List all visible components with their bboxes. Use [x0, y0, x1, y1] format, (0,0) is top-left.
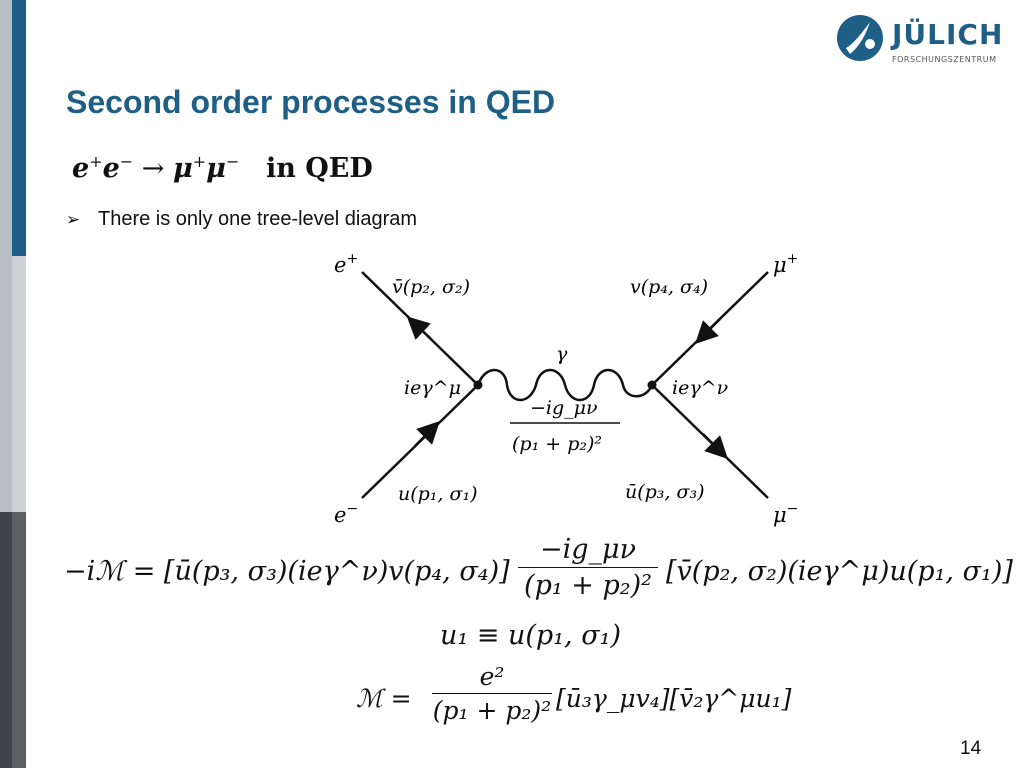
reduced-amplitude-fraction: e² (p₁ + p₂)² — [432, 662, 552, 725]
process-e-plus-sign: + — [89, 152, 103, 171]
process-arrow: → — [141, 153, 165, 184]
label-u-p1: u(p₁, σ₁) — [398, 483, 478, 505]
label-vbar-p2: v̄(p₂, σ₂) — [392, 276, 470, 298]
julich-logo-mark-icon — [837, 15, 883, 61]
reduced-amplitude-numerator: e² — [479, 662, 505, 691]
fermion-arrow-mu-plus — [695, 318, 721, 344]
process-mu-minus: μ — [206, 153, 226, 184]
side-strip-top — [0, 0, 26, 256]
spinor-definition: u₁ ≡ u(p₁, σ₁) — [440, 620, 621, 651]
logo-name: JÜLICH — [892, 18, 1004, 51]
reduced-amplitude-left: ℳ = — [356, 684, 412, 713]
label-mu-plus: μ+ — [773, 251, 798, 277]
fermion-arrow-e-plus — [406, 316, 431, 340]
label-e-plus: e+ — [334, 251, 358, 277]
label-e-minus: e− — [334, 501, 358, 527]
label-vertex-left: ieγ^μ — [404, 377, 461, 399]
label-v-p4: v(p₄, σ₄) — [630, 276, 708, 298]
process-e-minus-sign: − — [119, 152, 134, 171]
process-equation: e+e− → μ+μ− in QED — [72, 152, 373, 184]
amplitude-equation: −iℳ = [ū(p₃, σ₃)(ieγ^ν)v(p₄, σ₄)] −ig_μν… — [64, 534, 1013, 620]
process-mu-plus-sign: + — [192, 152, 207, 171]
page-title: Second order processes in QED — [66, 84, 556, 120]
process-mu-plus: μ — [173, 153, 193, 184]
label-mu-minus: μ− — [773, 501, 798, 527]
amplitude-propagator-denominator: (p₁ + p₂)² — [524, 570, 652, 601]
page-number: 14 — [960, 738, 982, 759]
arrow-bullet-icon: ➢ — [66, 210, 81, 229]
vertex-right — [647, 380, 657, 390]
process-mu-minus-sign: − — [225, 152, 240, 171]
process-in-qed: in QED — [265, 153, 373, 184]
feynman-diagram: e+ e− μ+ μ− v̄(p₂, σ₂) v(p₄, σ₄) u(p₁, σ… — [334, 251, 798, 527]
bullet-item: ➢ There is only one tree-level diagram — [66, 208, 417, 231]
logo-subtitle: FORSCHUNGSZENTRUM — [892, 55, 997, 64]
label-ubar-p3: ū(p₃, σ₃) — [625, 481, 705, 503]
label-propagator-numerator: −ig_μν — [530, 397, 598, 419]
label-vertex-right: ieγ^ν — [672, 377, 729, 399]
fermion-arrow-mu-minus — [702, 433, 728, 459]
bullet-text: There is only one tree-level diagram — [98, 208, 418, 230]
amplitude-right-factor: [v̄(p₂, σ₂)(ieγ^μ)u(p₁, σ₁)] — [666, 556, 1013, 587]
reduced-amplitude-right: [ū₃γ_μv₄][v̄₂γ^μu₁] — [556, 684, 792, 713]
amplitude-propagator-numerator: −ig_μν — [539, 534, 636, 565]
process-e-minus: e — [102, 153, 120, 184]
reduced-amplitude-denominator: (p₁ + p₂)² — [432, 696, 552, 725]
fermion-arrow-e-minus — [414, 421, 440, 447]
vertex-left — [473, 380, 483, 390]
side-strip-middle — [0, 256, 26, 512]
side-strip-bottom — [0, 512, 26, 768]
reduced-amplitude-equation: ℳ = e² (p₁ + p₂)² [ū₃γ_μv₄][v̄₂γ^μu₁] — [356, 662, 791, 742]
label-propagator-denominator: (p₁ + p₂)² — [512, 433, 602, 455]
label-gamma: γ — [556, 343, 568, 365]
julich-logo: JÜLICH FORSCHUNGSZENTRUM — [836, 14, 1006, 70]
photon-propagator — [476, 368, 654, 402]
amplitude-left-factor: −iℳ = [ū(p₃, σ₃)(ieγ^ν)v(p₄, σ₄)] — [64, 556, 510, 587]
process-e-plus: e — [72, 153, 90, 184]
amplitude-propagator: −ig_μν (p₁ + p₂)² — [518, 534, 658, 601]
